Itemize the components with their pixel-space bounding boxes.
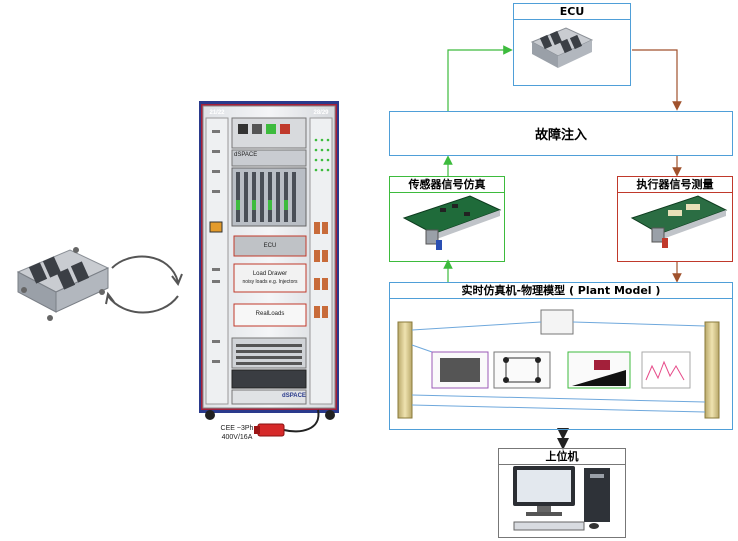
rack-slot-left: 21/22 bbox=[209, 110, 225, 116]
rack-ecu-label: ECU bbox=[263, 243, 277, 249]
ecu-module-image-left bbox=[16, 247, 110, 321]
fault-injection-title: 故障注入 bbox=[534, 128, 587, 143]
power-supply-label: CEE ~3Ph 400V/16A bbox=[214, 424, 260, 442]
power-plug-icon bbox=[254, 409, 320, 437]
sensor-card-image bbox=[402, 195, 502, 250]
power-line1: CEE ~3Ph bbox=[220, 425, 254, 432]
fault-injection-box: 故障注入 bbox=[389, 111, 733, 156]
ecu-module-image-top bbox=[530, 27, 594, 68]
power-line2: 400V/16A bbox=[221, 434, 253, 441]
plant-model-box: 实时仿真机-物理模型 ( Plant Model ) bbox=[389, 282, 733, 430]
plant-model-title: 实时仿真机-物理模型 ( Plant Model ) bbox=[390, 283, 732, 299]
actuator-card-image bbox=[630, 195, 728, 248]
rack-load-drawer-line1: Load Drawer bbox=[252, 271, 288, 277]
rack-realloads-label: RealLoads bbox=[255, 311, 285, 317]
sensor-sim-title: 传感器信号仿真 bbox=[390, 177, 504, 193]
rack-load-drawer-label: Load Drawer noisy loads e.g. Injectors bbox=[234, 270, 306, 286]
rack-slot-right: 28/29 bbox=[313, 110, 329, 116]
plant-model-schematic bbox=[397, 309, 720, 419]
rack-load-drawer-line2: noisy loads e.g. Injectors bbox=[242, 279, 298, 285]
ecu-title: ECU bbox=[514, 4, 630, 20]
rotation-arrows-icon bbox=[105, 255, 183, 314]
actuator-meas-box: 执行器信号测量 bbox=[617, 176, 733, 262]
rack-brand-bottom: dSPACE bbox=[282, 393, 306, 399]
host-pc-title: 上位机 bbox=[499, 449, 625, 465]
actuator-meas-title: 执行器信号测量 bbox=[618, 177, 732, 193]
ecu-box: ECU bbox=[513, 3, 631, 86]
host-pc-box: 上位机 bbox=[498, 448, 626, 538]
arrow-fault-to-ecu bbox=[447, 45, 513, 111]
sensor-sim-box: 传感器信号仿真 bbox=[389, 176, 505, 262]
rack-brand-top: dSPACE bbox=[234, 152, 258, 158]
hil-rack-cabinet bbox=[199, 101, 339, 420]
host-computer-image bbox=[513, 466, 610, 531]
arrow-ecu-to-fault bbox=[632, 49, 682, 111]
